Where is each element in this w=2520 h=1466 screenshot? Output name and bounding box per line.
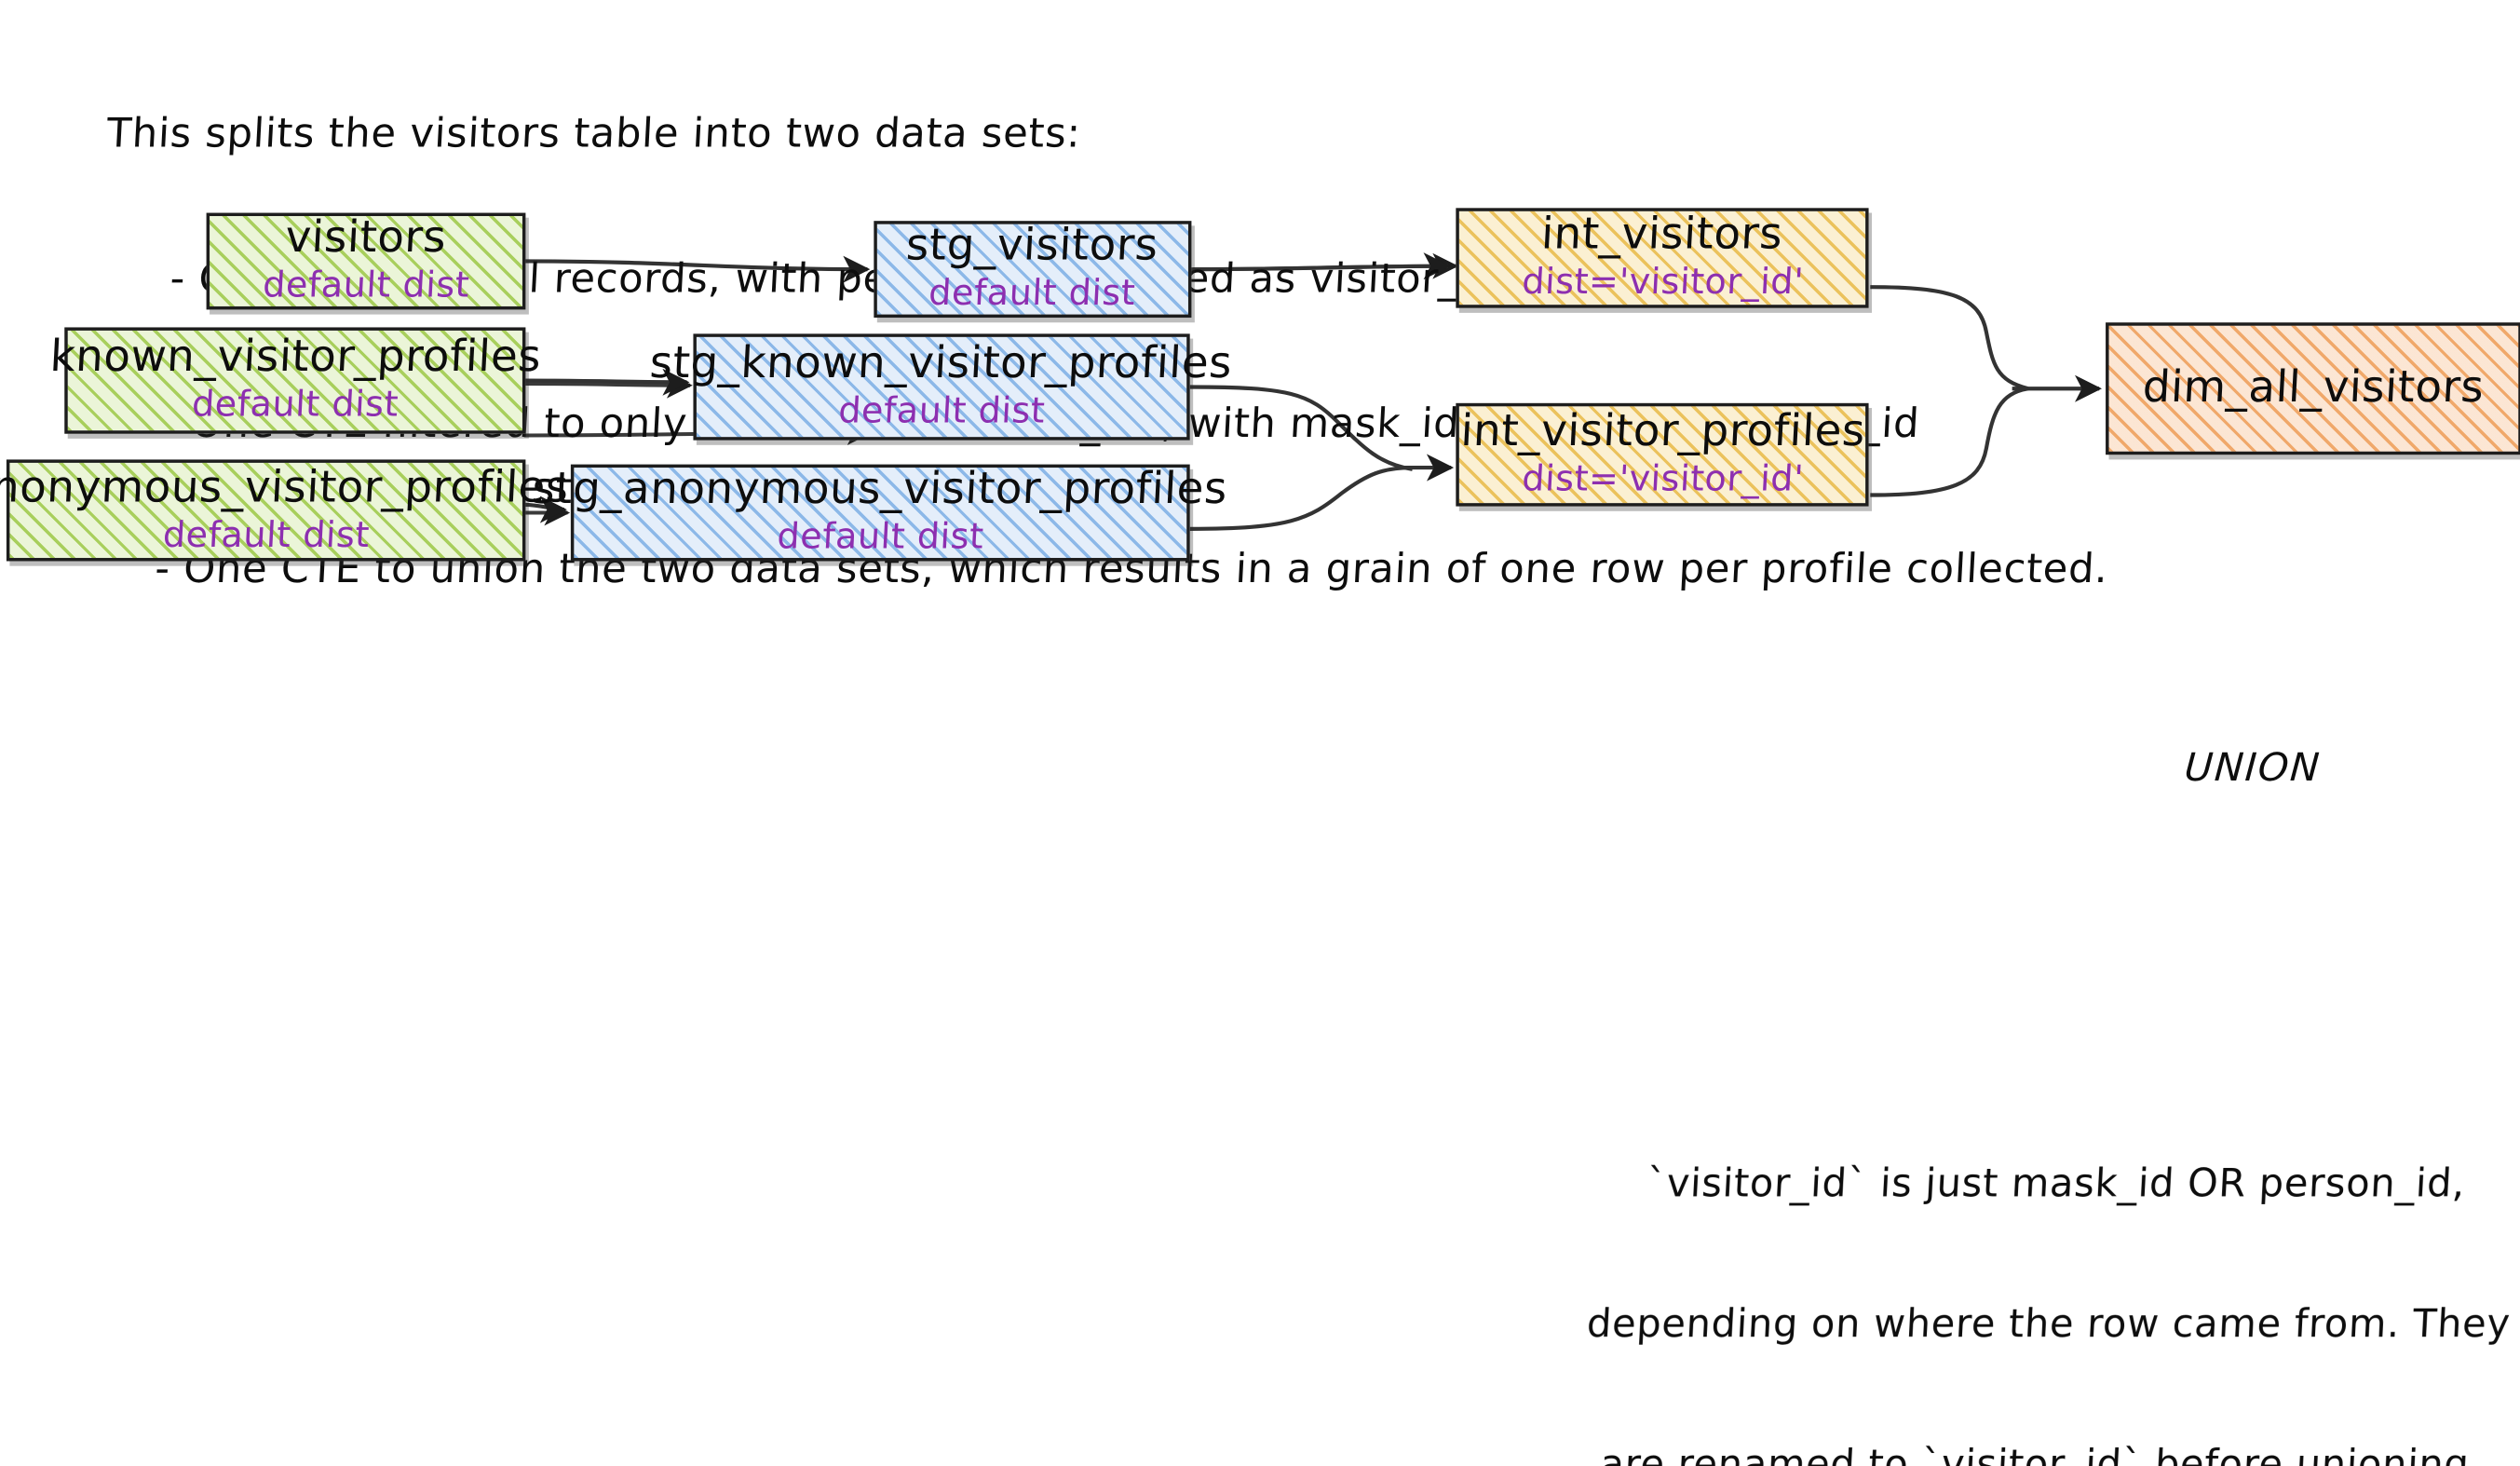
node-anonymous-visitor-profiles[interactable]: anonymous_visitor_profiles default dist xyxy=(0,459,569,562)
node-stg-known-visitor-profiles-title: stg_known_visitor_profiles xyxy=(649,338,1235,389)
node-anonymous-visitor-profiles-dist: default dist xyxy=(161,515,371,556)
node-dim-all-visitors-title: dim_all_visitors xyxy=(2141,362,2486,414)
edge-stganon-union xyxy=(1189,465,1413,531)
node-stg-visitors[interactable]: stg_visitors default dist xyxy=(874,221,1192,319)
union-label: UNION xyxy=(2183,744,2323,791)
node-visitors-dist: default dist xyxy=(261,265,471,306)
node-stg-anonymous-visitor-profiles-dist: default dist xyxy=(776,517,985,559)
node-stg-known-visitor-profiles[interactable]: stg_known_visitor_profiles default dist xyxy=(649,333,1234,441)
node-dim-all-visitors[interactable]: dim_all_visitors xyxy=(2106,322,2520,455)
edge-visitors-stg xyxy=(523,255,871,283)
node-known-visitor-profiles-title: known_visitor_profiles xyxy=(47,332,543,383)
edge-intprofiles-dim xyxy=(1870,387,2029,497)
node-int-visitors[interactable]: int_visitors dist='visitor_id' xyxy=(1456,208,1869,308)
node-stg-visitors-title: stg_visitors xyxy=(905,221,1160,271)
node-stg-anonymous-visitor-profiles[interactable]: stg_anonymous_visitor_profiles default d… xyxy=(532,464,1229,562)
node-stg-visitors-dist: default dist xyxy=(928,274,1138,315)
node-int-visitor-profiles-title: int_visitor_profiles xyxy=(1458,406,1866,456)
node-known-visitor-profiles[interactable]: known_visitor_profiles default dist xyxy=(48,327,542,434)
header-note-line-1: This splits the visitors table into two … xyxy=(105,109,1083,156)
diagram-connector-layer xyxy=(523,252,2103,531)
node-visitors-title: visitors xyxy=(284,212,448,264)
node-visitors[interactable]: visitors default dist xyxy=(206,212,526,310)
node-stg-anonymous-visitor-profiles-title: stg_anonymous_visitor_profiles xyxy=(531,464,1229,515)
node-int-visitors-dist: dist='visitor_id' xyxy=(1520,263,1805,304)
node-anonymous-visitor-profiles-title: anonymous_visitor_profiles xyxy=(0,462,570,512)
bottom-note-line-1: `visitor_id` is just mask_id OR person_i… xyxy=(1646,1161,2467,1207)
bottom-note-line-2: depending on where the row came from. Th… xyxy=(1585,1301,2512,1347)
node-int-visitor-profiles[interactable]: int_visitor_profiles dist='visitor_id' xyxy=(1456,402,1869,507)
bottom-note-line-3: are renamed to `visitor_id` before union… xyxy=(1599,1441,2484,1466)
edge-stgvis-intvis xyxy=(1193,252,1451,280)
node-int-visitors-title: int_visitors xyxy=(1540,210,1784,260)
edge-intvis-dim xyxy=(1870,285,2029,391)
edge-anon-stg xyxy=(523,495,567,523)
node-known-visitor-profiles-dist: default dist xyxy=(190,385,400,427)
node-int-visitor-profiles-dist: dist='visitor_id' xyxy=(1520,459,1805,500)
bottom-annotation: `visitor_id` is just mask_id OR person_i… xyxy=(1576,1067,2520,1466)
node-stg-known-visitor-profiles-dist: default dist xyxy=(837,391,1047,432)
edge-known-stg xyxy=(523,368,690,396)
edge-stgknown-union xyxy=(1189,385,1413,471)
